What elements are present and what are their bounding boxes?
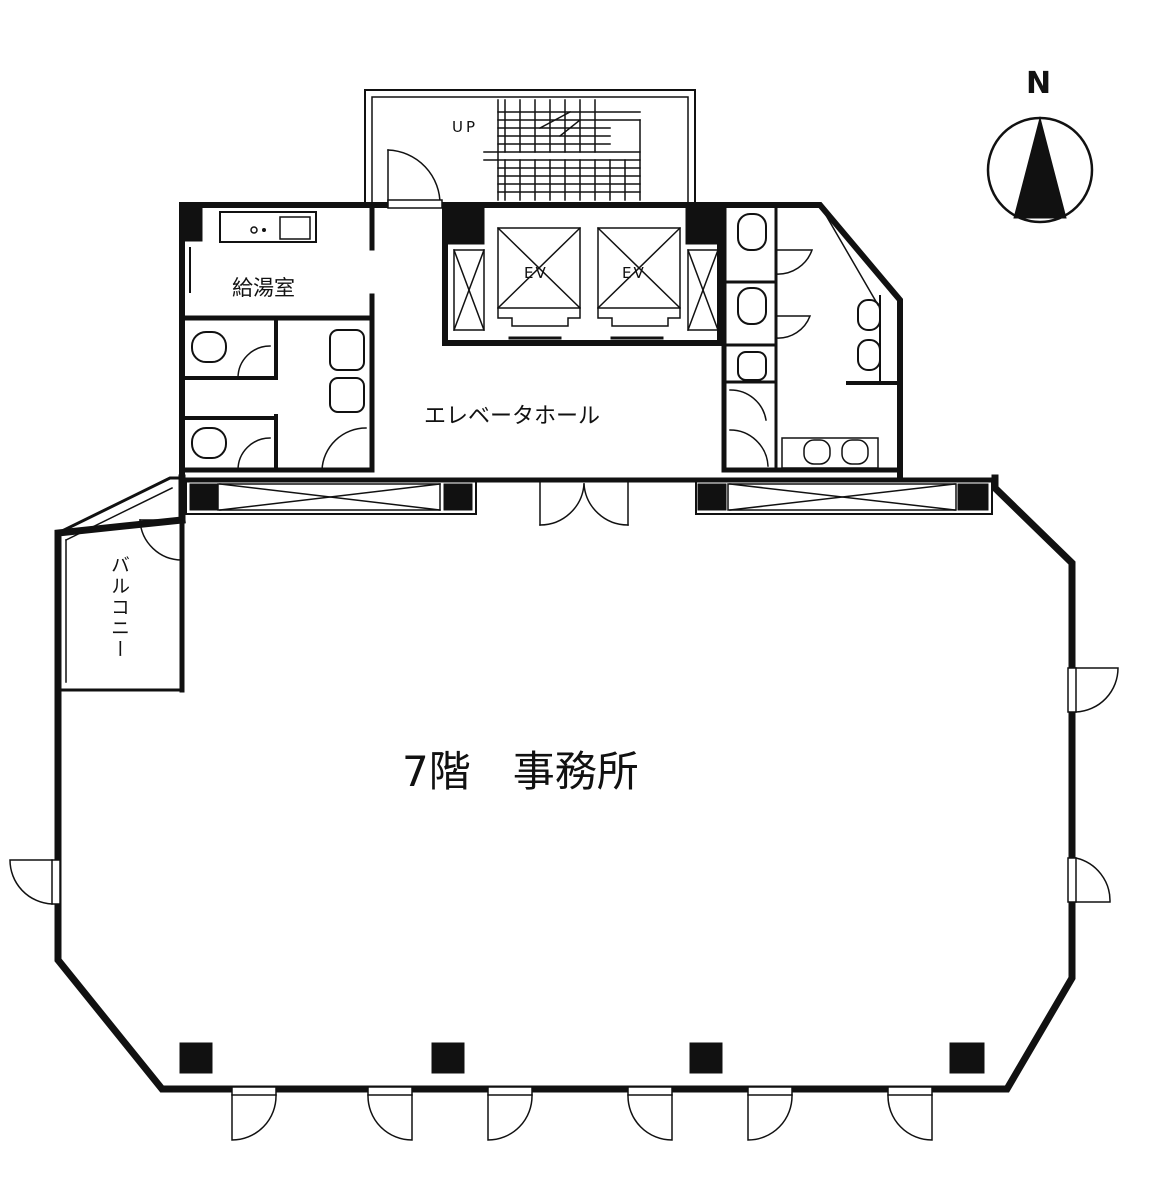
toilet-5	[737, 351, 767, 381]
kitchen-counter	[219, 211, 317, 243]
urinal-1	[329, 329, 365, 371]
column-n1	[443, 483, 473, 511]
washbasin-counter	[781, 437, 879, 469]
south-doors	[231, 1086, 933, 1141]
stair-up-label: UP	[452, 118, 479, 136]
urinal-3	[857, 299, 881, 331]
balcony-outline	[56, 531, 184, 692]
north-arrow	[986, 116, 1094, 224]
kitchen-sink	[279, 216, 311, 240]
toilet-1	[191, 331, 227, 363]
balcony-rail-top	[64, 486, 174, 542]
elevator-2	[596, 226, 682, 327]
compass-north-letter: N	[1026, 66, 1052, 101]
toilet-4	[737, 287, 767, 325]
toilet-3	[737, 213, 767, 251]
stairs	[483, 99, 641, 201]
stair-door	[387, 149, 443, 209]
column-s3	[689, 1042, 723, 1074]
balcony-door	[139, 519, 183, 561]
west-door	[9, 859, 61, 905]
stair-enclosure	[364, 89, 696, 206]
north-shaft-left	[185, 479, 477, 515]
office-label: 7階 事務所	[402, 747, 639, 796]
elevator-hall-label: エレベータホール	[424, 404, 601, 429]
balcony-top-edge	[55, 476, 184, 536]
urinal-2	[329, 377, 365, 413]
column-s4	[949, 1042, 985, 1074]
column-n2	[697, 483, 727, 511]
office-entrance-door	[539, 479, 629, 526]
column-nw	[189, 483, 219, 511]
kitchen-label: 給湯室	[232, 276, 295, 300]
elevator-2-label: EV	[622, 264, 646, 282]
column-s2	[431, 1042, 465, 1074]
shaft-left-x	[453, 249, 485, 331]
elevator-1	[496, 226, 582, 327]
elevator-core	[442, 202, 723, 346]
east-doors	[1067, 667, 1119, 903]
north-shaft-right	[695, 479, 993, 515]
toilet-2	[191, 427, 227, 459]
balcony-label: バルコニー	[108, 555, 130, 660]
shaft-right-x	[687, 249, 719, 331]
column-ne	[957, 483, 989, 511]
elevator-1-label: EV	[524, 264, 548, 282]
urinal-4	[857, 339, 881, 371]
column-s1	[179, 1042, 213, 1074]
